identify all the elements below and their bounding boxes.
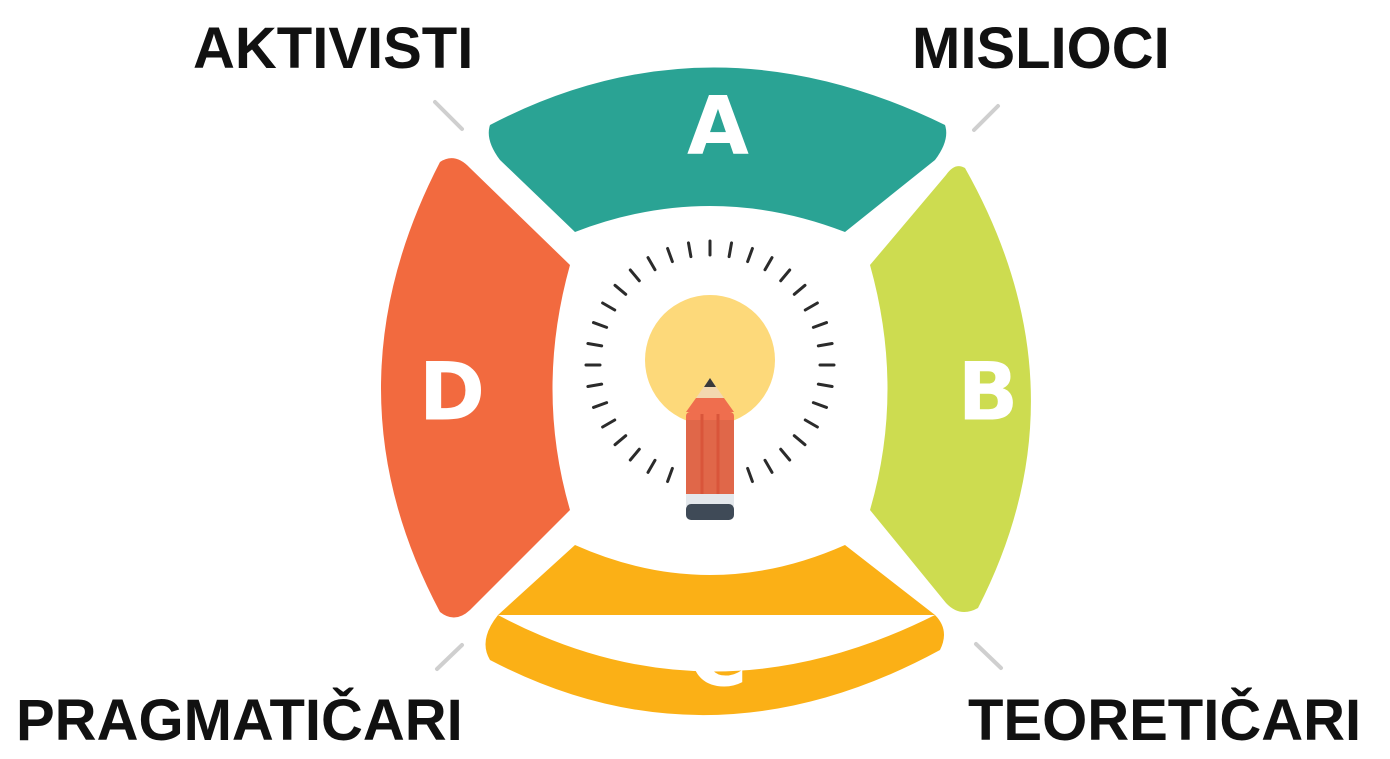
dial-tick [763, 256, 774, 272]
dial-tick [601, 418, 617, 429]
segment-b-letter: B [958, 346, 1019, 439]
segment-c [485, 545, 944, 716]
label-mislioci: MISLIOCI [912, 16, 1170, 81]
label-pragmaticari: PRAGMATIČARI [16, 688, 463, 753]
dial-tick [792, 283, 807, 296]
dial-tick [816, 382, 834, 389]
dial-tick [803, 418, 819, 429]
dial-tick [792, 434, 807, 447]
dial-tick [613, 434, 628, 447]
dial-tick [686, 241, 693, 259]
segment-b [870, 166, 1031, 612]
label-teoreticari: TEORETIČARI [968, 688, 1362, 753]
segment-d-letter: D [419, 346, 485, 439]
lightbulb-glow [645, 295, 775, 425]
connector-line-bottom-right [974, 642, 1003, 670]
dial-tick [811, 401, 829, 409]
dial-tick [666, 246, 674, 264]
dial-tick [586, 382, 604, 389]
segment-c-letter: C [689, 612, 748, 705]
label-aktivisti: AKTIVISTI [193, 16, 474, 81]
connector-line-top-left [433, 100, 464, 131]
dial-tick [591, 401, 609, 409]
connector-line-top-right [972, 104, 1000, 132]
dial-tick [628, 447, 641, 462]
dial-ticks [584, 239, 836, 484]
dial-tick [666, 466, 674, 484]
dial-tick [803, 301, 819, 312]
dial-tick [591, 321, 609, 329]
dial-tick [727, 241, 734, 259]
dial-tick [763, 458, 774, 474]
segment-d [381, 158, 570, 618]
dial-tick [646, 458, 657, 474]
segment-a [488, 67, 947, 232]
dial-tick [816, 341, 834, 348]
dial-tick [779, 447, 792, 462]
dial-tick [601, 301, 617, 312]
segment-a-letter: A [687, 80, 749, 173]
dial-tick [746, 246, 754, 264]
dial-tick [811, 321, 829, 329]
dial-tick [613, 283, 628, 296]
pencil-icon [686, 378, 734, 520]
dial-tick [779, 268, 792, 283]
dial-tick [586, 341, 604, 348]
dial-tick [646, 256, 657, 272]
connector-line-bottom-left [435, 643, 464, 671]
dial-tick [628, 268, 641, 283]
dial-tick [746, 466, 754, 484]
pencil-lightbulb-icon [584, 239, 836, 520]
